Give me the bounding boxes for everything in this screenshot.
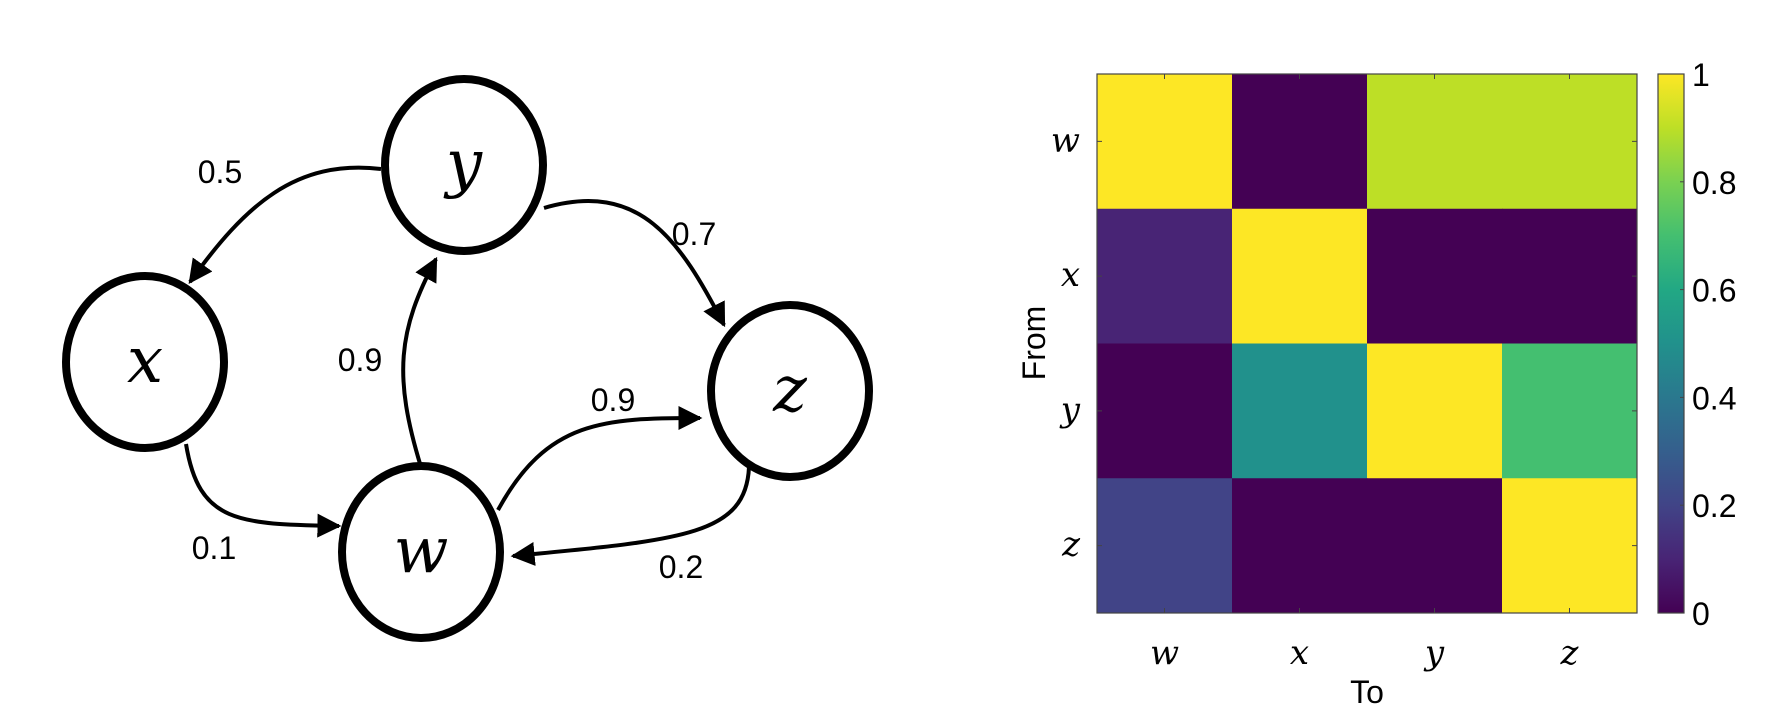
heatmap-cell-y-y (1367, 343, 1503, 479)
heatmap-cell-w-y (1367, 74, 1503, 210)
colorbar-tick-label: 0.2 (1692, 488, 1736, 524)
edge-y-to-z (543, 199, 726, 328)
colorbar-tick-label: 1 (1692, 57, 1710, 93)
edge-y-to-x (188, 165, 382, 284)
y-tick-label: z (1061, 525, 1081, 565)
heatmap-cell-x-y (1367, 208, 1503, 344)
heatmap-cell-x-w (1097, 208, 1233, 344)
y-tick-label: w (1051, 120, 1080, 160)
edge-x-to-w (184, 443, 342, 538)
edge-w-to-z (496, 406, 703, 511)
edge-weight-label: 0.9 (591, 382, 635, 418)
heatmap-cell-z-z (1502, 478, 1638, 614)
edge-weight-label: 0.1 (192, 530, 236, 566)
node-label-z: z (772, 353, 808, 427)
heatmap-cell-y-w (1097, 343, 1233, 479)
heatmap-cell-y-x (1232, 343, 1368, 479)
y-axis-label: From (1016, 306, 1052, 381)
y-tick-label: x (1061, 255, 1080, 295)
x-tick-label: w (1150, 633, 1179, 673)
edge-weight-label: 0.5 (198, 154, 242, 190)
node-label-w: w (394, 514, 449, 588)
heatmap-cell-z-w (1097, 478, 1233, 614)
edge-weight-label: 0.7 (672, 216, 716, 252)
node-y (381, 75, 547, 255)
edge-w-to-y (401, 256, 438, 468)
edge-z-to-w (510, 466, 751, 566)
edge-weight-label: 0.9 (338, 342, 382, 378)
network-graph: 0.5 0.7 0.9 0.9 0.1 0.2 x y z w (62, 75, 873, 642)
node-label-x: x (127, 324, 163, 398)
heatmap-cell-w-z (1502, 74, 1638, 210)
x-axis-label: To (1350, 674, 1384, 709)
heatmap-cell-w-x (1232, 74, 1368, 210)
x-tick-label: x (1290, 633, 1309, 673)
heatmap-cell-z-x (1232, 478, 1368, 614)
heatmap-cell-z-y (1367, 478, 1503, 614)
edge-weight-label: 0.2 (659, 549, 703, 585)
heatmap-cell-x-z (1502, 208, 1638, 344)
heatmap: w x y z w x y zTo From 0 0.2 0.4 0.6 0.8 1 (1016, 57, 1736, 709)
plot-frame (1096, 73, 1638, 614)
heatmap-cell-y-z (1502, 343, 1638, 479)
x-tick-label: y (1423, 633, 1445, 673)
node-x (62, 272, 228, 452)
colorbar-tick-label: 0.4 (1692, 380, 1736, 416)
y-tick-label: y (1059, 390, 1081, 430)
colorbar-tick-label: 0.6 (1692, 273, 1736, 309)
colorbar-tick-label: 0.8 (1692, 165, 1736, 201)
colorbar (1657, 73, 1685, 614)
colorbar-tick-label: 0 (1692, 596, 1710, 632)
node-z (707, 301, 873, 481)
heatmap-cell-x-x (1232, 208, 1368, 344)
node-label-y: y (443, 127, 483, 201)
x-tick-label: z (1560, 633, 1580, 673)
heatmap-cell-w-w (1097, 74, 1233, 210)
node-w (338, 462, 504, 642)
